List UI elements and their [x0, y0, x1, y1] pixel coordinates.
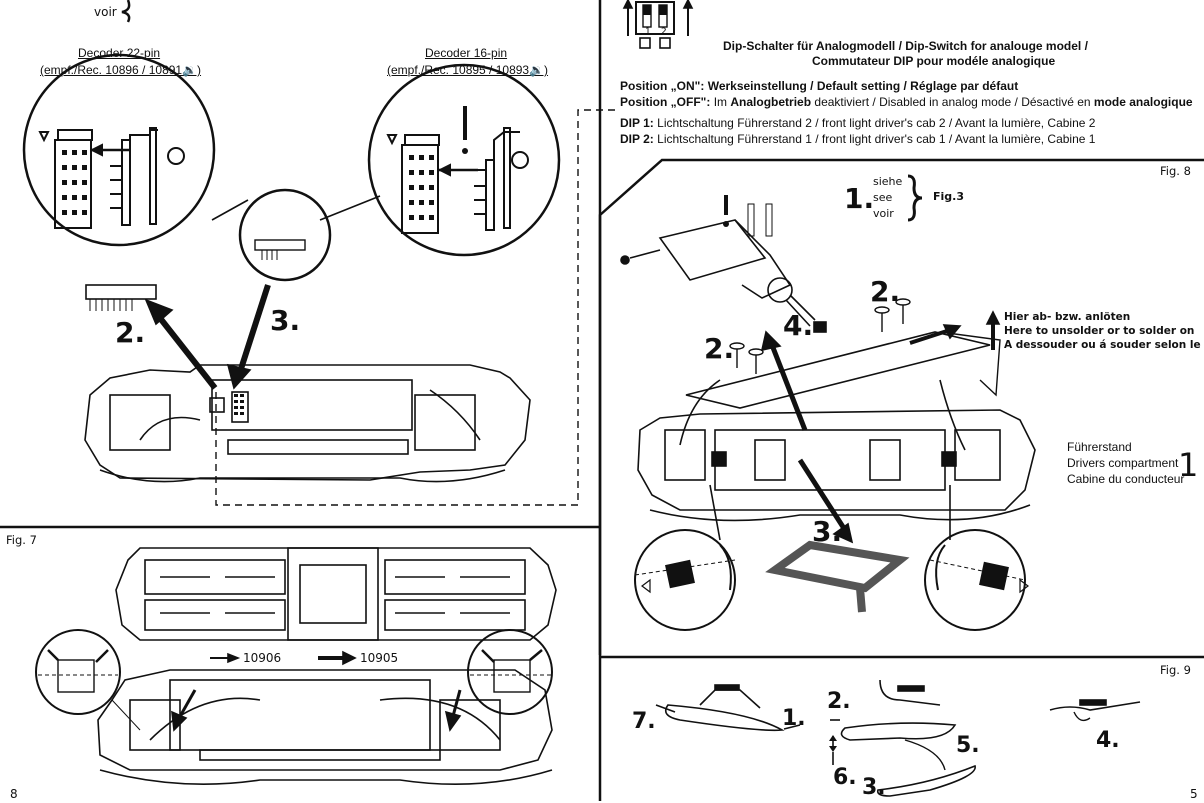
- solder-line-1: Hier ab- bzw. anlöten: [1004, 311, 1131, 323]
- cab-line-1: Führerstand: [1067, 440, 1132, 454]
- dip-title-line2: Commutateur DIP pour modéle analogique: [812, 54, 1056, 68]
- siehe-label: siehe: [873, 175, 903, 188]
- page-number-right: 5: [1190, 787, 1198, 801]
- position-off-mid: deaktiviert / Disabled in analog mode / …: [814, 95, 1091, 109]
- dip2-line: DIP 2: Lichtschaltung Führerstand 1 / fr…: [620, 132, 1095, 146]
- arrow-10906-label: 10906: [243, 651, 282, 665]
- arrow-10905-label: 10905: [360, 651, 399, 665]
- position-off-label: Position „OFF":: [620, 95, 711, 109]
- decoder22-ref: (empf./Rec. 10896 / 10891🔉): [40, 63, 202, 77]
- fig8-step-3: 3.: [812, 515, 843, 548]
- fig8-step-2b: 2.: [704, 332, 735, 365]
- decoder16-title: Decoder 16-pin: [425, 46, 508, 60]
- solder-line-3: A dessouder ou á souder selon le cas: [1004, 339, 1204, 351]
- position-off-pre: Im: [713, 95, 728, 109]
- dip2-text: Lichtschaltung Führerstand 1 / front lig…: [657, 132, 1096, 146]
- position-off-bold2: mode analogique: [1093, 95, 1193, 109]
- fig8-step-1: 1.: [844, 182, 875, 215]
- voir-label: voir: [873, 207, 894, 220]
- step-2-label: 2.: [115, 316, 146, 349]
- position-off-line: Position „OFF": Im Analogbetrieb deaktiv…: [620, 95, 1193, 109]
- fig3-reference: Fig.3: [933, 190, 964, 203]
- fig9-step-3: 3.: [862, 775, 886, 800]
- fig8-step-2a: 2.: [870, 275, 901, 308]
- dip-title-line1: Dip-Schalter für Analogmodell / Dip-Swit…: [723, 39, 1088, 53]
- cab-line-3: Cabine du conducteur: [1067, 472, 1185, 486]
- position-on-line: Position „ON": Werkseinstellung / Defaul…: [620, 79, 1018, 93]
- fig-9-label: Fig. 9: [1160, 663, 1191, 677]
- dip1-line: DIP 1: Lichtschaltung Führerstand 2 / fr…: [620, 116, 1095, 130]
- decoder16-ref: (empf./Rec. 10895 / 10893🔉): [387, 63, 549, 77]
- cab-number: 1: [1178, 446, 1199, 484]
- position-off-bold1: Analogbetrieb: [730, 95, 812, 109]
- dip-number-1: 1: [645, 27, 651, 37]
- fig9-step-5: 5.: [956, 733, 980, 758]
- cab-line-2: Drivers compartment: [1067, 456, 1179, 470]
- fig9-step-1: 1.: [782, 706, 806, 731]
- solder-line-2: Here to unsolder or to solder on: [1004, 325, 1195, 337]
- page-number-left: 8: [10, 787, 18, 801]
- fig-7-label: Fig. 7: [6, 533, 37, 547]
- dip-number-2: 2: [661, 27, 667, 37]
- position-on-label: Position „ON":: [620, 79, 705, 93]
- fig9-step-7: 7.: [632, 709, 656, 734]
- step-3-label: 3.: [270, 304, 301, 337]
- fig-8-label: Fig. 8: [1160, 164, 1191, 178]
- decoder22-title: Decoder 22-pin: [78, 46, 161, 60]
- dip1-text: Lichtschaltung Führerstand 2 / front lig…: [657, 116, 1096, 130]
- position-on-text: Werkseinstellung / Default setting / Rég…: [707, 79, 1019, 93]
- dip1-label: DIP 1:: [620, 116, 654, 130]
- see-label: see: [873, 191, 893, 204]
- fig9-step-4: 4.: [1096, 728, 1120, 753]
- fig9-step-6: 6.: [833, 765, 857, 790]
- fig8-step-4: 4.: [783, 309, 814, 342]
- fig9-step-2: 2.: [827, 689, 851, 714]
- top-voir-label: voir: [94, 5, 117, 19]
- dip2-label: DIP 2:: [620, 132, 654, 146]
